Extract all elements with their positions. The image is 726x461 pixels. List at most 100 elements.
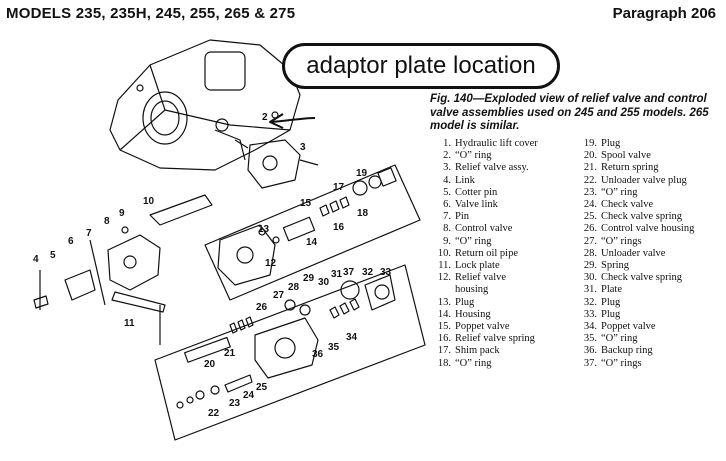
legend-item-number: 29. — [583, 260, 597, 272]
legend-item-number: 25. — [583, 211, 597, 223]
legend-item-number: 20. — [583, 150, 597, 162]
legend-item-number: 24. — [583, 199, 597, 211]
legend-item-number: 28. — [583, 247, 597, 259]
part-label-4: 4 — [33, 254, 39, 265]
legend-item-text: Check valve spring — [601, 272, 683, 284]
part-label-28: 28 — [288, 282, 300, 293]
legend-item-number: 4. — [443, 174, 451, 186]
legend-item-text: Spool valve — [601, 150, 651, 162]
legend-item-text: Check valve spring — [601, 211, 683, 223]
part-label-13: 13 — [258, 224, 270, 235]
figure-caption: Fig. 140—Exploded view of relief valve a… — [430, 93, 709, 132]
part-label-21: 21 — [224, 348, 236, 359]
part-label-17: 17 — [333, 182, 345, 193]
legend-item: 14.Housing — [433, 309, 565, 321]
part-label-27: 27 — [273, 290, 285, 301]
legend-item: 23.“O” ring — [579, 187, 726, 199]
part-label-16: 16 — [333, 222, 345, 233]
legend-item: 19.Plug — [579, 138, 726, 150]
part-label-12: 12 — [265, 258, 277, 269]
legend-item-text: Plug — [601, 138, 621, 149]
control-valve-box — [154, 264, 426, 441]
part-label-8: 8 — [104, 216, 110, 227]
part-label-29: 29 — [303, 273, 315, 284]
legend-item: 13. Plug — [433, 297, 565, 309]
legend-item-number: 8. — [443, 223, 451, 235]
legend-item-text: Return oil pipe — [455, 247, 518, 259]
legend-item: 22. Unloader valve plug — [579, 175, 726, 187]
legend-item-text: “O” ring — [455, 150, 492, 162]
models-header: MODELS 235, 235H, 245, 255, 265 & 275 — [6, 5, 296, 22]
legend-item: 12.Relief valve — [433, 272, 565, 284]
part-label-9: 9 — [119, 208, 125, 219]
legend-item-text: Plate — [601, 284, 622, 296]
relief-valve-box — [204, 164, 421, 301]
legend-item: 5.Cotter pin — [433, 187, 565, 199]
legend-item-number: 16. — [437, 333, 451, 345]
legend-item-text: Shim pack — [455, 345, 500, 357]
paragraph-header: Paragraph 206 — [612, 5, 716, 22]
legend-item-number: 35. — [583, 333, 597, 345]
legend-item: 27. “O” rings — [579, 236, 726, 248]
legend-item-number: 31. — [583, 284, 597, 296]
legend-item-text: Housing — [455, 308, 491, 320]
legend-item: 2.“O” ring — [433, 150, 565, 162]
part-label-2: 2 — [262, 112, 268, 123]
part-label-31: 31 — [331, 269, 343, 280]
part-label-34: 34 — [346, 332, 358, 343]
legend-item: 18.“O” ring — [433, 358, 565, 370]
legend-item-text: Relief valve assy. — [455, 162, 529, 174]
legend-item-number: 23. — [583, 186, 597, 198]
legend-item-number: 3. — [443, 162, 451, 174]
legend-item-text: “O” rings — [601, 357, 642, 369]
legend-item-number: 30. — [583, 272, 597, 284]
part-label-30: 30 — [318, 277, 330, 288]
part-label-15: 15 — [300, 198, 312, 209]
part-label-14: 14 — [306, 237, 318, 248]
legend-item-number: 18. — [437, 357, 451, 369]
legend-item-number: 21. — [583, 162, 597, 174]
legend-item-text: “O” rings — [601, 235, 642, 247]
legend-item-text: Unloader valve — [601, 247, 666, 259]
legend-item-text: Plug — [601, 296, 621, 308]
legend-item-number: 6. — [443, 199, 451, 211]
legend-item: 36.Backup ring — [579, 345, 726, 357]
legend-item-text: Lock plate — [455, 260, 500, 272]
legend-item: 1.Hydraulic lift cover — [433, 138, 565, 150]
legend-item-number: 22. — [583, 174, 597, 186]
legend-item-number: 26. — [583, 223, 597, 235]
legend-item-number: 9. — [443, 235, 451, 247]
legend-item: 34.Poppet valve — [579, 321, 726, 333]
part-label-20: 20 — [204, 359, 216, 370]
legend-item: 17.Shim pack — [433, 345, 565, 357]
legend-item-number: 5. — [443, 186, 451, 198]
legend-item-number: 27. — [583, 235, 597, 247]
legend-item-number: 10. — [437, 247, 451, 259]
adaptor-plate-callout: adaptor plate location — [282, 43, 560, 89]
callout-text: adaptor plate location — [306, 52, 536, 79]
part-label-19: 19 — [356, 168, 368, 179]
legend-item: 35.“O” ring — [579, 333, 726, 345]
legend-item-text: Plug — [601, 308, 621, 320]
legend-item: 8.Control valve — [433, 223, 565, 235]
legend-item: 24.Check valve — [579, 199, 726, 211]
legend-item-number: 13. — [437, 296, 451, 308]
legend-item-text: Unloader valve plug — [601, 174, 687, 186]
legend-item-text: Poppet valve — [455, 321, 510, 333]
legend-item: 3. Relief valve assy. — [433, 162, 565, 174]
legend-item: 4.Link — [433, 175, 565, 187]
legend-item-text: “O” ring — [455, 235, 492, 247]
legend-item-text: Poppet valve — [601, 321, 656, 333]
part-label-10: 10 — [143, 196, 155, 207]
legend-item-text: Relief valve — [455, 272, 507, 284]
legend-item-text: Plug — [455, 296, 475, 308]
legend-item-text: Pin — [455, 211, 470, 223]
part-label-18: 18 — [357, 208, 369, 219]
legend-item: 31. Plate — [579, 284, 726, 296]
legend-item: 33.Plug — [579, 309, 726, 321]
legend-item-text: Valve link — [455, 199, 498, 211]
legend-item-number: 11. — [438, 260, 451, 272]
legend-item: 11. Lock plate — [433, 260, 565, 272]
